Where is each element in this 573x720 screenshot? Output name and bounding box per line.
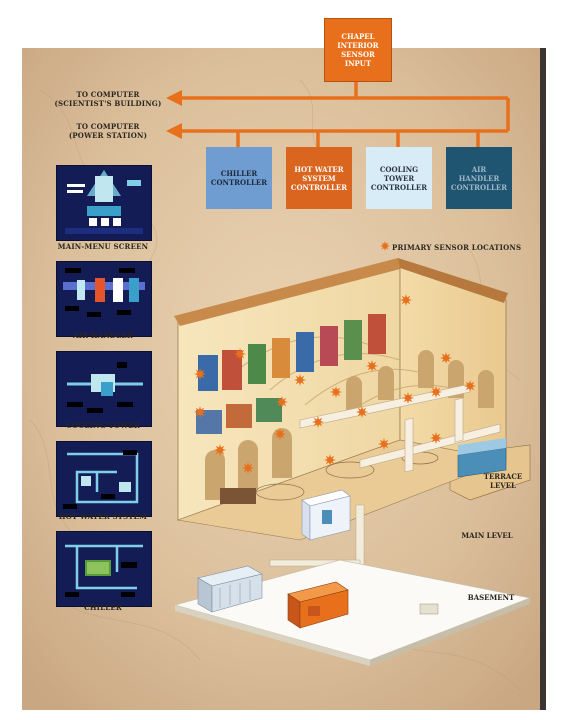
page-edge-shadow xyxy=(540,48,546,710)
main-menu-screen-thumbnail xyxy=(56,165,152,241)
sensor-marker xyxy=(194,368,206,380)
terrace-air-handler xyxy=(457,438,507,478)
sensor-marker xyxy=(464,380,476,392)
link-power-station: TO COMPUTER (POWER STATION) xyxy=(46,122,170,140)
cooling-tower-controller-box: COOLING TOWER CONTROLLER xyxy=(366,147,432,209)
sensor-marker xyxy=(242,462,254,474)
link-scientist-line1: TO COMPUTER xyxy=(76,90,140,99)
hot-water-boiler xyxy=(287,581,349,629)
legend-label: PRIMARY SENSOR LOCATIONS xyxy=(392,243,522,252)
sensor-marker xyxy=(402,392,414,404)
sensor-marker xyxy=(366,360,378,372)
basement-pump xyxy=(419,603,439,615)
basement-slab-edge xyxy=(175,605,370,666)
link-scientist-building: TO COMPUTER (SCIENTIST'S BUILDING) xyxy=(46,90,170,108)
sensor-marker xyxy=(194,406,206,418)
sensor-marker xyxy=(234,348,246,360)
ductwork xyxy=(299,383,501,473)
link-power-line1: TO COMPUTER xyxy=(76,122,140,131)
hot-water-controller-box: HOT WATER SYSTEM CONTROLLER xyxy=(286,147,352,209)
sensor-marker xyxy=(312,416,324,428)
main-level-equipment xyxy=(301,489,351,541)
hot-water-screen-thumbnail xyxy=(56,441,152,517)
upper-murals xyxy=(198,314,386,391)
service-riser-branch xyxy=(269,559,361,567)
air-handler-screen-caption: AIR HANDLER xyxy=(73,331,133,340)
chiller-unit xyxy=(197,565,263,613)
basement-label: BASEMENT xyxy=(467,593,515,602)
air-handler-controller-box: AIR HANDLER CONTROLLER xyxy=(446,147,512,209)
chiller-screen-caption: CHILLER xyxy=(84,603,122,612)
chiller-screen-thumbnail xyxy=(56,531,152,607)
orange-wiring xyxy=(180,80,510,147)
sensor-marker xyxy=(430,432,442,444)
air-handler-screen-thumbnail xyxy=(56,261,152,337)
sensor-marker xyxy=(276,396,288,408)
sensor-marker xyxy=(214,444,226,456)
sensor-marker xyxy=(356,406,368,418)
sensor-marker xyxy=(324,454,336,466)
chapel-roof-right xyxy=(398,258,508,303)
sensor-marker xyxy=(430,386,442,398)
sensor-marker xyxy=(378,438,390,450)
main-menu-screen-caption: MAIN-MENU SCREEN xyxy=(57,242,149,251)
altar xyxy=(220,488,256,504)
cooling-tower-screen-caption: COOLING TOWER xyxy=(66,421,140,430)
basement-slab-edge-r xyxy=(370,598,530,666)
sensor-marker xyxy=(274,428,286,440)
arrowhead-scientist xyxy=(166,90,182,106)
chapel-sensor-input-box: CHAPEL INTERIOR SENSOR INPUT xyxy=(324,18,392,82)
sensor-marker xyxy=(294,374,306,386)
sensor-marker xyxy=(330,386,342,398)
sensor-marker xyxy=(400,294,412,306)
arrowhead-power xyxy=(166,123,182,139)
cooling-tower-screen-thumbnail xyxy=(56,351,152,427)
chapel-roof-left xyxy=(174,258,404,326)
terrace-level-label: TERRACE LEVEL xyxy=(483,472,523,490)
legend-sensor-marker xyxy=(380,241,390,251)
main-level-label: MAIN LEVEL xyxy=(461,531,513,540)
legend-marker-star xyxy=(380,241,390,251)
sensor-marker xyxy=(440,352,452,364)
sensor-markers xyxy=(194,294,476,474)
chiller-controller-box: CHILLER CONTROLLER xyxy=(206,147,272,209)
link-scientist-line2: (SCIENTIST'S BUILDING) xyxy=(54,99,162,108)
link-power-line2: (POWER STATION) xyxy=(68,131,148,140)
hot-water-screen-caption: HOT WATER SYSTEM xyxy=(58,512,148,521)
